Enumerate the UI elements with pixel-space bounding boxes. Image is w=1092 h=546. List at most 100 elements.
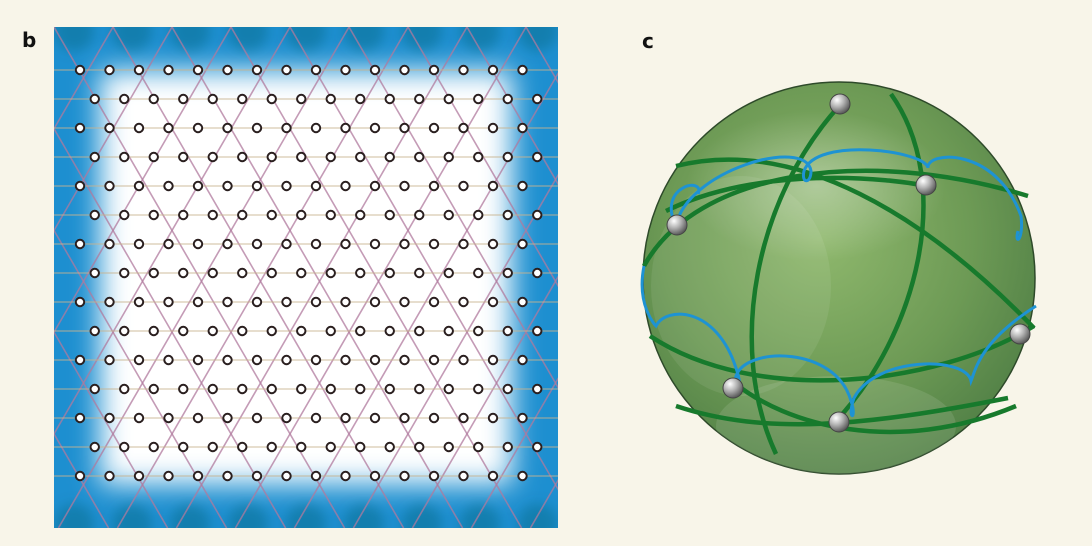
lattice-node — [133, 470, 145, 482]
lattice-node — [458, 122, 469, 134]
lattice-node — [281, 296, 292, 308]
lattice-node — [119, 325, 130, 337]
lattice-node — [251, 412, 263, 424]
vertex — [722, 377, 744, 399]
lattice-node — [325, 209, 336, 221]
lattice-node — [369, 354, 381, 366]
lattice-node — [458, 296, 469, 308]
lattice-line — [54, 27, 346, 528]
lattice-node — [310, 412, 322, 424]
lattice-node — [355, 209, 366, 221]
lattice-node — [163, 64, 174, 76]
lattice-node — [310, 64, 322, 76]
lattice-node — [369, 296, 381, 308]
lattice-node — [104, 64, 115, 76]
lattice-node — [148, 267, 159, 279]
lattice-svg — [54, 27, 558, 528]
lattice-node — [325, 93, 336, 105]
lattice-node — [192, 122, 204, 134]
lattice-node — [517, 238, 528, 250]
lattice-node — [192, 296, 204, 308]
lattice-node — [222, 470, 233, 482]
lattice-node — [222, 238, 233, 250]
lattice-node — [178, 325, 189, 337]
lattice-node — [458, 354, 469, 366]
lattice-node — [502, 209, 513, 221]
lattice-node — [532, 441, 543, 453]
lattice-node — [384, 325, 395, 337]
lattice-node — [74, 238, 86, 250]
lattice-node — [458, 238, 469, 250]
lattice-node — [148, 441, 159, 453]
lattice-line — [289, 27, 558, 491]
lattice-node — [89, 441, 100, 453]
lattice-node — [281, 64, 292, 76]
lattice-node — [237, 209, 248, 221]
lattice-node — [517, 122, 528, 134]
lattice-node — [178, 209, 189, 221]
lattice-node — [532, 325, 543, 337]
lattice-node — [458, 412, 469, 424]
lattice-node — [251, 122, 263, 134]
lattice-node — [487, 180, 499, 192]
lattice-node — [207, 441, 218, 453]
lattice-node — [251, 470, 263, 482]
lattice-node — [74, 296, 86, 308]
lattice-node — [133, 238, 145, 250]
lattice-line — [116, 27, 409, 528]
lattice-node — [281, 412, 292, 424]
lattice-line — [352, 173, 558, 528]
lattice-line — [57, 27, 350, 528]
lattice-node — [517, 412, 528, 424]
lattice-node — [473, 151, 484, 163]
lattice-node — [119, 383, 130, 395]
vertex — [915, 174, 937, 196]
lattice-node — [178, 93, 189, 105]
lattice-node — [473, 441, 484, 453]
lattice-node — [473, 267, 484, 279]
lattice-line — [175, 27, 468, 528]
lattice-node — [428, 180, 440, 192]
glow-bump — [402, 504, 442, 528]
lattice-node — [414, 93, 425, 105]
lattice-node — [443, 93, 454, 105]
lattice-node — [443, 151, 454, 163]
lattice-line — [407, 27, 558, 288]
lattice-node — [133, 122, 145, 134]
lattice-node — [163, 238, 174, 250]
lattice-node — [296, 151, 307, 163]
glow-bump — [460, 504, 500, 528]
lattice-line — [470, 377, 558, 528]
lattice-node — [237, 267, 248, 279]
lattice-node — [414, 441, 425, 453]
lattice-node — [281, 470, 292, 482]
glow-bump — [54, 504, 94, 528]
lattice-node — [443, 383, 454, 395]
lattice-node — [487, 354, 499, 366]
lattice-node — [104, 412, 115, 424]
lattice-node — [266, 441, 277, 453]
lattice-node — [428, 238, 440, 250]
vertex — [666, 214, 688, 236]
lattice-line — [230, 27, 523, 528]
lattice-node — [178, 267, 189, 279]
lattice-node — [133, 296, 145, 308]
lattice-line — [54, 127, 287, 528]
lattice-node — [355, 151, 366, 163]
lattice-node — [89, 383, 100, 395]
lattice-line — [54, 432, 110, 528]
vertex — [828, 411, 850, 433]
lattice-node — [458, 180, 469, 192]
lattice-node — [104, 354, 115, 366]
lattice-node — [414, 267, 425, 279]
lattice-node — [384, 267, 395, 279]
lattice-diagram — [54, 27, 558, 528]
lattice-lines — [54, 27, 558, 528]
lattice-node — [340, 470, 351, 482]
vertex — [829, 93, 851, 115]
lattice-node — [355, 441, 366, 453]
lattice-node — [414, 383, 425, 395]
lattice-node — [428, 122, 440, 134]
lattice-node — [369, 238, 381, 250]
lattice-node — [207, 151, 218, 163]
